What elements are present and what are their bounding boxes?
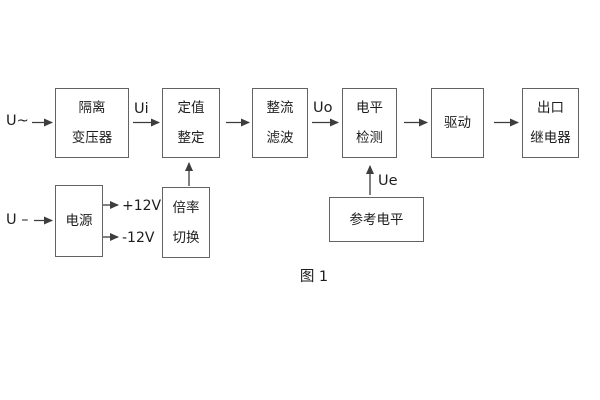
- block-label: 滤波: [266, 130, 294, 146]
- block-label: 隔离: [78, 100, 106, 116]
- block-output-relay: 出口 继电器: [522, 88, 579, 158]
- block-level-detection: 电平 检测: [342, 88, 397, 158]
- block-label: 检测: [356, 130, 383, 146]
- block-power-supply: 电源: [55, 185, 103, 257]
- block-label: 变压器: [71, 130, 113, 146]
- signal-label-ue: Ue: [378, 173, 398, 189]
- block-label: 驱动: [444, 115, 471, 131]
- block-label: 电源: [65, 213, 93, 229]
- block-label: 整流: [266, 100, 294, 116]
- block-label: 整定: [177, 130, 205, 146]
- block-drive: 驱动: [431, 88, 484, 158]
- block-label: 定值: [177, 100, 205, 116]
- figure-caption: 图 1: [299, 269, 329, 285]
- block-label: 参考电平: [349, 211, 404, 228]
- signal-label-ui: Ui: [134, 101, 149, 117]
- block-label: 出口: [537, 100, 564, 116]
- block-value-setting: 定值 整定: [162, 88, 220, 158]
- input-label-ac: U~: [6, 113, 29, 129]
- block-label: 切换: [172, 229, 200, 246]
- signal-label-plus12v: +12V: [122, 198, 162, 214]
- block-isolation-transformer: 隔离 变压器: [55, 88, 129, 158]
- block-reference-level: 参考电平: [329, 197, 424, 242]
- block-label: 倍率: [172, 199, 200, 216]
- block-rectify-filter: 整流 滤波: [252, 88, 308, 158]
- signal-label-minus12v: -12V: [122, 230, 155, 246]
- signal-label-uo: Uo: [313, 100, 333, 116]
- input-label-dc: U –: [6, 212, 29, 228]
- block-label: 电平: [356, 100, 383, 116]
- block-ratio-switch: 倍率 切换: [162, 187, 210, 258]
- block-label: 继电器: [530, 130, 571, 146]
